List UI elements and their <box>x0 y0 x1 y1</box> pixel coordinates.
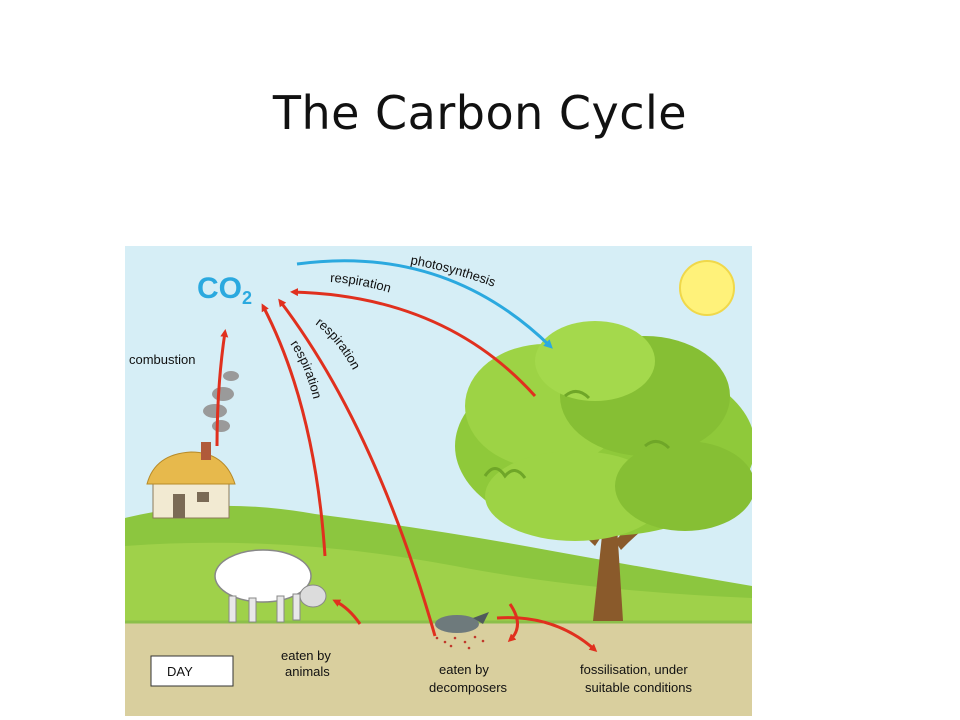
co2-label: CO2 <box>197 272 252 308</box>
slide-title: The Carbon Cycle <box>272 86 688 140</box>
eaten-by-decomposers-label-line2: decomposers <box>429 680 508 695</box>
respiration-decomposers-arrow <box>278 298 437 637</box>
fossilisation-label-line1: fossilisation, under <box>580 662 688 677</box>
house-icon <box>146 442 236 519</box>
respiration-tree-arrow <box>290 288 537 398</box>
fossilisation-arrow <box>496 616 598 653</box>
day-box <box>150 655 234 687</box>
dead-bird-icon <box>435 612 489 650</box>
photosynthesis-arrow <box>296 259 553 349</box>
sheep-icon <box>214 549 327 623</box>
respiration-animals-arrow <box>261 303 327 557</box>
eaten-by-decomposers-label-line1: eaten by <box>439 662 489 677</box>
combustion-label: combustion <box>129 352 195 367</box>
eaten-by-animals-label-line2: animals <box>285 664 330 679</box>
eaten-by-animals-arrow <box>332 599 362 625</box>
diagram-canvas: CO2 photosynthesis respiration respirati… <box>125 246 752 716</box>
sun-icon <box>679 260 735 316</box>
day-label: DAY <box>167 664 193 679</box>
fossilisation-label-line2: suitable conditions <box>585 680 692 695</box>
eaten-by-decomposers-arrow <box>507 603 519 643</box>
eaten-by-animals-label-line1: eaten by <box>281 648 331 663</box>
combustion-arrow <box>215 329 229 447</box>
carbon-cycle-diagram: CO2 photosynthesis respiration respirati… <box>125 246 752 716</box>
tree-icon <box>455 321 752 621</box>
